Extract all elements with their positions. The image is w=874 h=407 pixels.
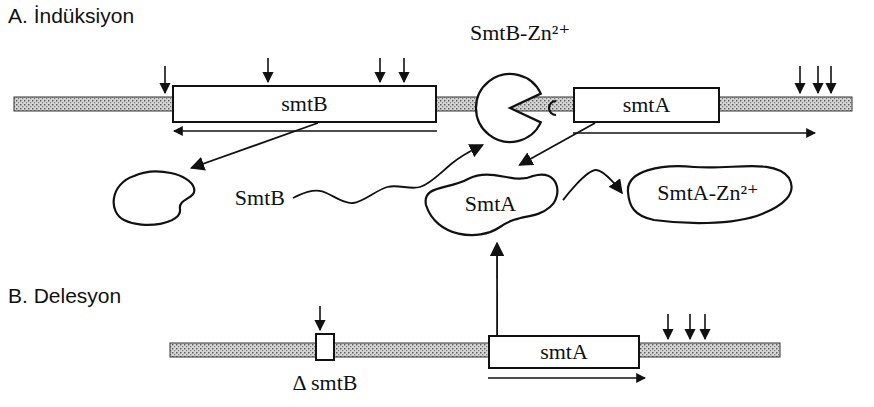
gene-box: smtB — [172, 85, 437, 123]
deleted-gene-box: Δ smtB — [285, 333, 365, 395]
repressor-protein: SmtB — [108, 168, 293, 228]
connector-arrow — [191, 123, 318, 168]
node-label: smtA — [540, 339, 588, 364]
node-label: Δ smtB — [293, 370, 358, 395]
operator-binding-site — [549, 101, 556, 115]
node-label: SmtB-Zn²⁺ — [470, 20, 570, 45]
transcription-arrows — [174, 131, 815, 378]
protein-shape — [628, 166, 792, 223]
restriction-site-arrows — [165, 58, 831, 339]
node-label: smtA — [623, 92, 671, 117]
connector-arrow — [496, 243, 498, 335]
panel-heading: B. Delesyon — [8, 283, 121, 308]
gene-box: smtA — [573, 87, 720, 123]
node-label: SmtA — [465, 191, 516, 216]
panel-heading: A. İndüksiyon — [8, 3, 134, 28]
metallothionein-protein: SmtA — [418, 165, 563, 243]
gene-box: smtA — [488, 335, 640, 369]
repressor-shape — [476, 74, 541, 142]
node-label: SmtB — [235, 185, 285, 210]
repressor-outline — [108, 168, 203, 228]
deleted-gene-box — [316, 334, 334, 360]
repressor-shape — [114, 172, 195, 225]
metallothionein-zinc-complex: SmtA-Zn²⁺ — [622, 158, 794, 228]
protein-shape — [426, 175, 558, 236]
node-label: smtB — [281, 91, 327, 116]
dna-strand — [170, 343, 780, 357]
repressor-zinc-complex: SmtB-Zn²⁺ — [458, 20, 582, 145]
node-label: SmtA-Zn²⁺ — [657, 180, 758, 205]
connector-arrow — [563, 170, 622, 200]
